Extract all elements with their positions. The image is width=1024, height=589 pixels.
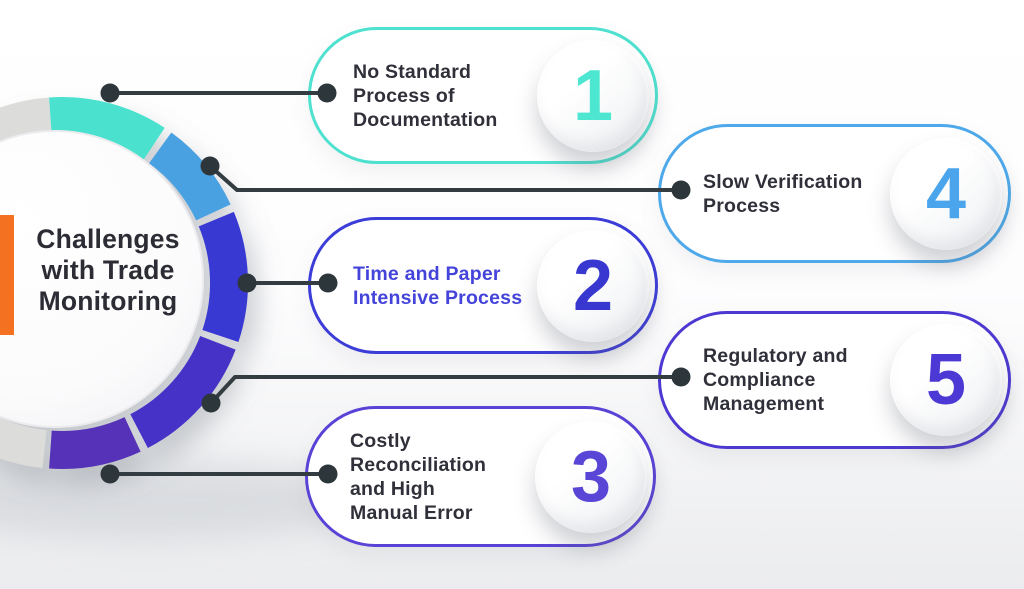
challenge-2-label: Time and Paper Intensive Process [353,262,523,309]
challenge-4-number-badge: 4 [890,137,1002,250]
challenge-capsule-5: Regulatory and Compliance Management 5 [658,311,1011,449]
challenge-5-number-badge: 5 [890,324,1002,436]
center-disc [0,130,204,428]
challenge-2-number-badge: 2 [537,229,649,342]
challenge-4-number: 4 [925,153,967,234]
challenge-capsule-1: No Standard Process of Documentation 1 [308,27,658,164]
challenge-3-number-badge: 3 [535,420,647,533]
challenge-capsule-3: Costly Reconciliation and High Manual Er… [305,406,656,547]
challenge-5-number: 5 [925,340,967,420]
challenge-capsule-2: Time and Paper Intensive Process 2 [308,217,658,354]
challenge-3-number: 3 [570,436,612,517]
ground-shadow [0,460,385,540]
diagram-title: Challenges with Trade Monitoring [36,224,180,316]
challenge-3-label: Costly Reconciliation and High Manual Er… [350,429,487,524]
challenge-1-number: 1 [572,55,614,136]
title-accent-bar [0,215,14,335]
challenge-1-label: No Standard Process of Documentation [353,60,498,131]
ring-segment-light-blue [148,132,231,221]
ring-segment-turquoise [49,97,165,160]
ring-segment-purple [49,416,141,470]
challenge-5-label: Regulatory and Compliance Management [703,345,848,415]
challenge-capsule-4: Slow Verification Process 4 [658,124,1011,263]
challenge-1-number-badge: 1 [537,39,649,152]
challenge-4-label: Slow Verification Process [703,170,863,217]
ring-segments [0,97,248,470]
ring-segment-royal-blue [198,211,248,343]
challenge-2-number: 2 [572,245,614,326]
ring-segment-indigo [129,335,236,448]
